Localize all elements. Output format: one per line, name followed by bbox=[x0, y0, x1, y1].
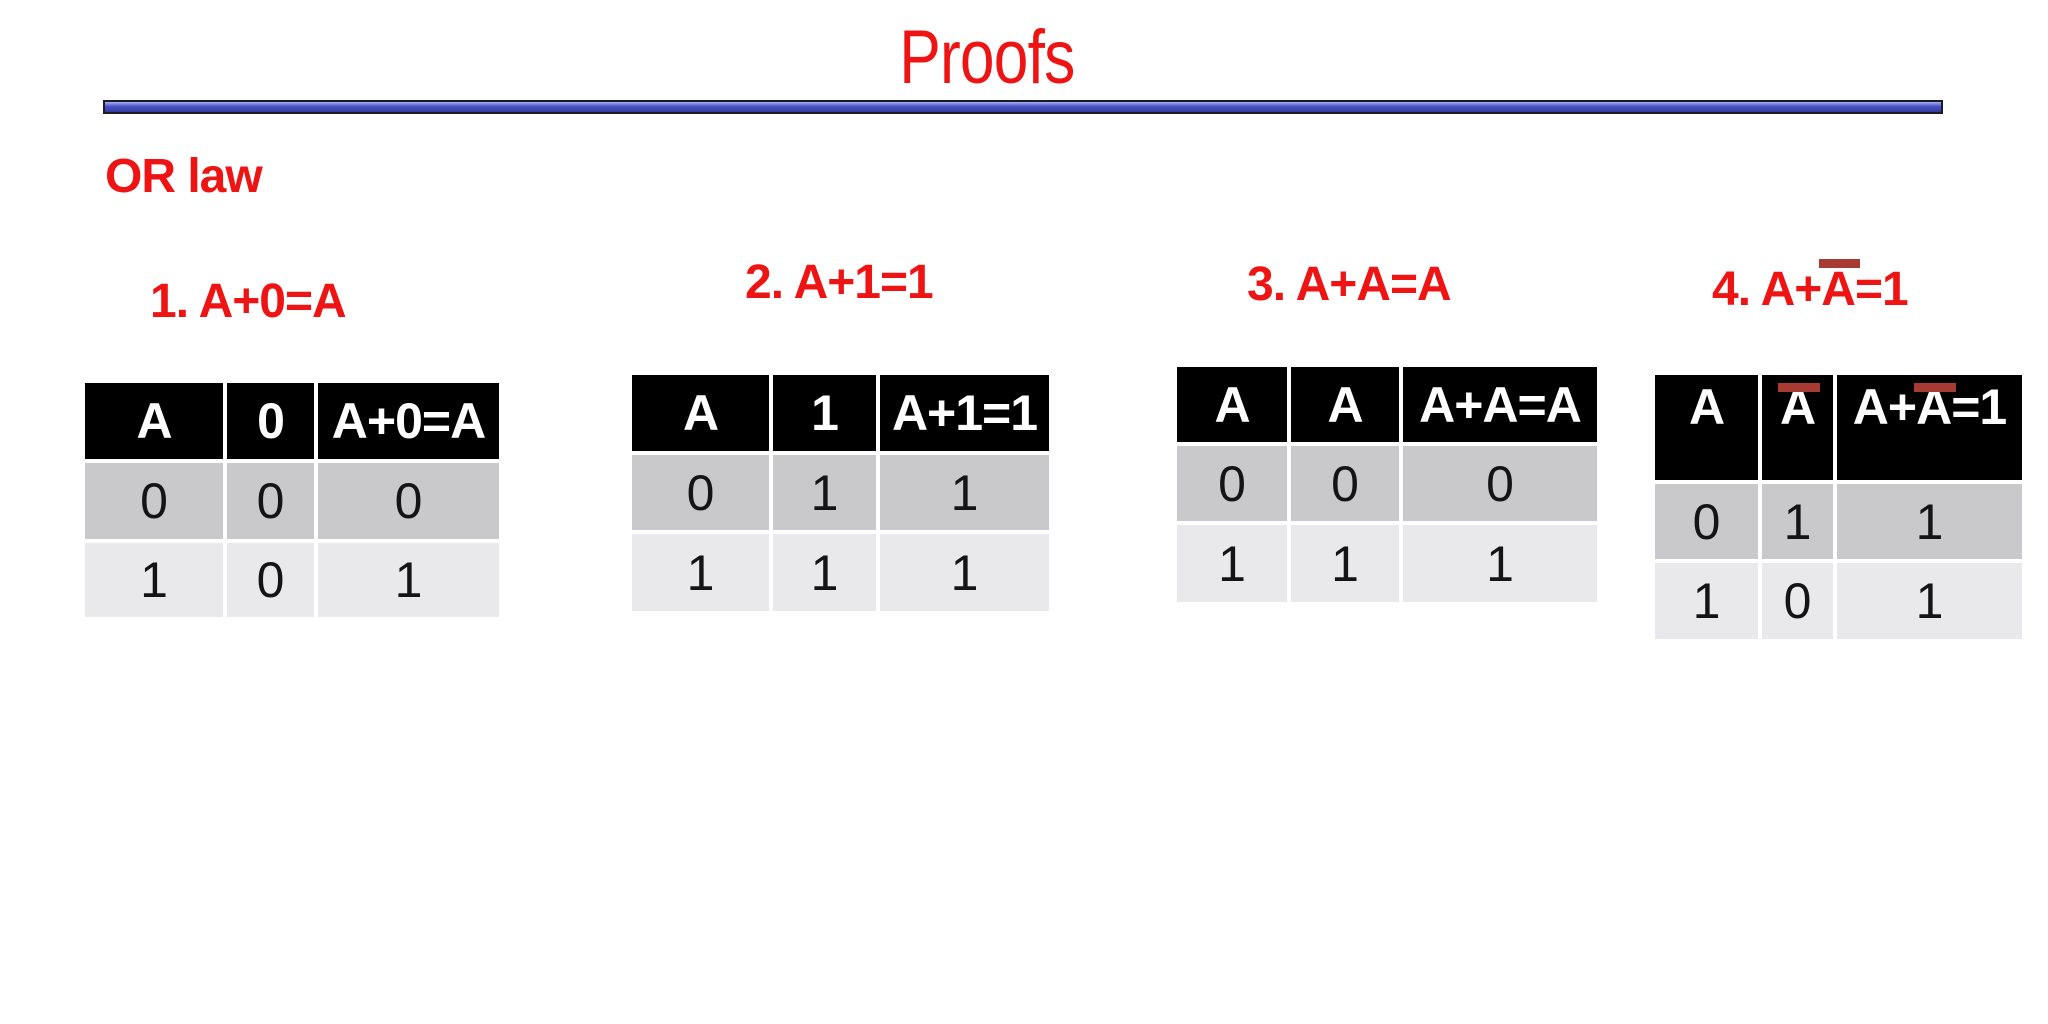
text-run: 0 bbox=[1218, 455, 1246, 512]
overbar-text: A bbox=[1777, 379, 1821, 435]
truth-table-3: A A A+A=A 0 0 0 1 1 1 bbox=[1177, 367, 1597, 602]
data-cell: 1 bbox=[1291, 525, 1399, 602]
header-cell: A bbox=[1655, 375, 1758, 480]
text-run: A bbox=[682, 385, 719, 441]
text-run: 0 bbox=[256, 473, 285, 529]
header-cell: A+A=1 bbox=[1837, 375, 2022, 480]
text-run: 1 bbox=[1218, 535, 1246, 592]
data-cell: 1 bbox=[773, 455, 876, 530]
data-cell: 0 bbox=[85, 463, 223, 539]
table-label-2: 2. A+1=1 bbox=[745, 256, 934, 309]
header-cell: 1 bbox=[773, 375, 876, 451]
data-cell: 0 bbox=[632, 455, 769, 530]
text-run: A bbox=[1214, 376, 1250, 433]
table-label-3: 3. A+A=A bbox=[1247, 258, 1452, 311]
text-run: 0 bbox=[1783, 573, 1812, 629]
text-run: 1 bbox=[1783, 493, 1812, 550]
text-run: 0 bbox=[1486, 455, 1514, 512]
slide-title-text: Proofs bbox=[899, 15, 1075, 100]
text-run: 0 bbox=[686, 464, 715, 521]
text-run: 0 bbox=[257, 393, 285, 449]
header-cell: A+0=A bbox=[318, 383, 499, 459]
text-run: 1 bbox=[1692, 573, 1721, 629]
section-label-or-law: OR law bbox=[105, 150, 263, 203]
data-cell: 1 bbox=[1177, 525, 1287, 602]
text-run: A bbox=[1327, 376, 1363, 433]
text-run: 1 bbox=[950, 464, 979, 521]
text-run: =1 bbox=[1951, 379, 2007, 435]
text-run: 0 bbox=[256, 552, 285, 608]
text-run: A+0=A bbox=[331, 393, 486, 449]
text-run: 4. A+ bbox=[1712, 263, 1822, 316]
text-run: 2. A+1=1 bbox=[745, 256, 934, 309]
text-run: A bbox=[1688, 379, 1725, 435]
text-run: 1 bbox=[1331, 535, 1359, 592]
text-run: A+ bbox=[1852, 379, 1917, 435]
data-cell: 0 bbox=[1762, 563, 1833, 639]
header-cell: A bbox=[1177, 367, 1287, 442]
text-run: 3. A+A=A bbox=[1247, 258, 1452, 311]
text-run: 1 bbox=[950, 544, 979, 601]
header-cell: A+1=1 bbox=[880, 375, 1049, 451]
header-cell: A bbox=[85, 383, 223, 459]
data-cell: 1 bbox=[1403, 525, 1597, 602]
data-cell: 1 bbox=[1837, 563, 2022, 639]
data-cell: 0 bbox=[1291, 446, 1399, 521]
header-cell: A bbox=[1762, 375, 1833, 480]
data-cell: 1 bbox=[880, 455, 1049, 530]
text-run: 1 bbox=[686, 544, 715, 601]
text-run: 1 bbox=[1486, 535, 1514, 592]
header-cell: A+A=A bbox=[1403, 367, 1597, 442]
header-cell: A bbox=[1291, 367, 1399, 442]
slide-title: Proofs bbox=[0, 20, 1974, 96]
text-run: 0 bbox=[1692, 493, 1721, 550]
text-run: =1 bbox=[1854, 263, 1909, 316]
text-run: 0 bbox=[394, 473, 423, 529]
truth-table-2: A 1 A+1=1 0 1 1 1 1 1 bbox=[632, 375, 1049, 611]
text-run: A+1=1 bbox=[891, 385, 1038, 441]
text-run: A bbox=[136, 393, 172, 449]
header-cell: A bbox=[632, 375, 769, 451]
text-run: 1 bbox=[811, 385, 839, 441]
text-run: 1 bbox=[1915, 493, 1944, 550]
data-cell: 1 bbox=[1762, 484, 1833, 559]
text-run: 1 bbox=[140, 552, 168, 608]
header-cell: 0 bbox=[227, 383, 314, 459]
text-run: 1 bbox=[1915, 573, 1944, 629]
data-cell: 1 bbox=[85, 543, 223, 617]
table-label-1: 1. A+0=A bbox=[150, 275, 347, 328]
text-run: 0 bbox=[140, 473, 168, 529]
data-cell: 0 bbox=[1177, 446, 1287, 521]
text-run: 1 bbox=[394, 552, 423, 608]
data-cell: 1 bbox=[880, 534, 1049, 611]
data-cell: 1 bbox=[773, 534, 876, 611]
data-cell: 0 bbox=[227, 463, 314, 539]
text-run: A+A=A bbox=[1419, 376, 1582, 433]
data-cell: 0 bbox=[1655, 484, 1758, 559]
text-run: 1 bbox=[810, 544, 839, 601]
text-run: 1 bbox=[810, 464, 839, 521]
data-cell: 0 bbox=[1403, 446, 1597, 521]
data-cell: 0 bbox=[318, 463, 499, 539]
data-cell: 1 bbox=[318, 543, 499, 617]
table-label-4: 4. A+A=1 bbox=[1712, 259, 1909, 316]
title-underline-rule bbox=[103, 100, 1943, 114]
data-cell: 1 bbox=[632, 534, 769, 611]
text-run: 0 bbox=[1331, 455, 1359, 512]
overbar-text: A bbox=[1819, 259, 1860, 316]
overbar-text: A bbox=[1914, 379, 1957, 435]
data-cell: 0 bbox=[227, 543, 314, 617]
data-cell: 1 bbox=[1655, 563, 1758, 639]
text-run: 1. A+0=A bbox=[150, 275, 347, 328]
truth-table-1: A 0 A+0=A 0 0 0 1 0 1 bbox=[85, 383, 499, 617]
data-cell: 1 bbox=[1837, 484, 2022, 559]
